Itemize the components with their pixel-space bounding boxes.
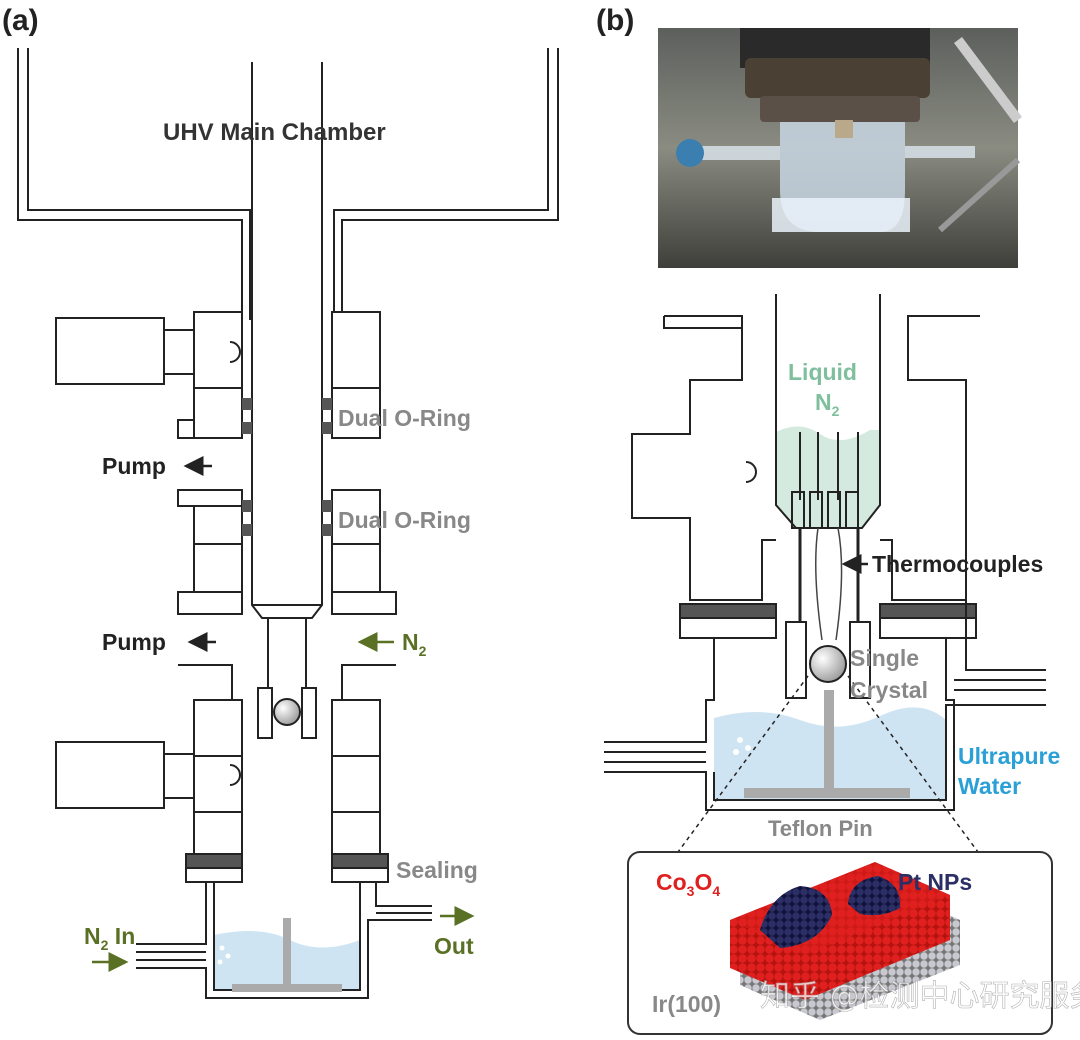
- dual-oring-label-1: Dual O-Ring: [338, 405, 471, 431]
- water-label: Water: [958, 773, 1021, 799]
- n2-label: N2: [402, 629, 427, 659]
- single-label: Single: [850, 645, 919, 671]
- ir100-label: Ir(100): [652, 991, 721, 1017]
- out-label: Out: [434, 933, 474, 959]
- watermark: 知乎 @检测中心研究服务: [760, 979, 1080, 1014]
- cell-photo: [658, 28, 1022, 268]
- co3o4-label: Co3O4: [656, 869, 720, 899]
- panel-b-tag: (b): [596, 4, 634, 37]
- nanoparticle-slab: [730, 862, 960, 1020]
- panel-a-tag: (a): [2, 4, 39, 37]
- pt-nps-label: Pt NPs: [898, 869, 972, 895]
- dual-oring-label-2: Dual O-Ring: [338, 507, 471, 533]
- sealing-label: Sealing: [396, 857, 478, 883]
- n2-in-label: N2 In: [84, 923, 135, 953]
- liquid-n2-label: N2: [815, 389, 840, 419]
- pump-label-1: Pump: [102, 453, 166, 479]
- crystal-label: Crystal: [850, 677, 928, 703]
- pump-label-2: Pump: [102, 629, 166, 655]
- panel-a-schematic: (a): [2, 4, 559, 999]
- thermocouples-label: Thermocouples: [872, 551, 1043, 577]
- uhv-chamber-label: UHV Main Chamber: [163, 119, 386, 146]
- ultrapure-label: Ultrapure: [958, 743, 1060, 769]
- panel-b-schematic: (b): [596, 4, 1060, 1035]
- teflon-pin-label: Teflon Pin: [768, 816, 873, 841]
- liquid-label: Liquid: [788, 359, 857, 385]
